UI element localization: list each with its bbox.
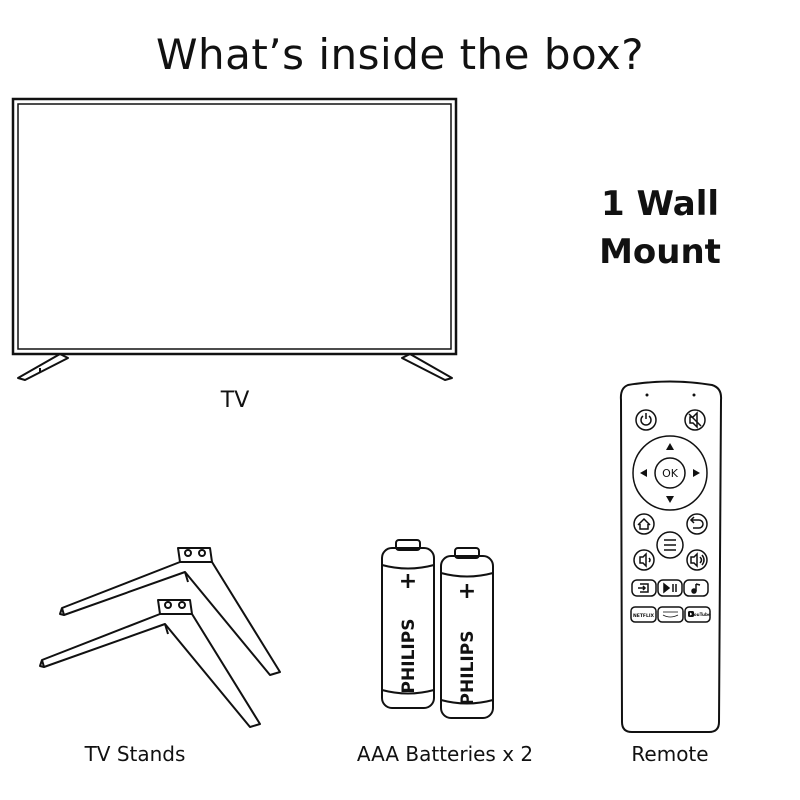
play-pause-icon [657, 579, 683, 597]
battery-2-brand: PHILIPS [458, 631, 478, 706]
prime-video-logo [662, 611, 679, 618]
music-icon [683, 579, 709, 597]
remote-body [619, 380, 723, 733]
tv-stands-caption: TV Stands [84, 742, 186, 766]
input-icon [631, 579, 657, 597]
ok-label: OK [662, 467, 679, 480]
dpad-arrows [640, 443, 700, 503]
mute-icon [684, 409, 706, 431]
tv-stand-back [59, 547, 281, 676]
remote-caption: Remote [631, 742, 709, 766]
arrow-right-icon [693, 469, 700, 477]
back-icon [686, 513, 708, 535]
youtube-button [684, 606, 711, 623]
volume-up-icon [686, 549, 708, 571]
netflix-label: NETFLIX [633, 613, 655, 619]
dpad [632, 435, 708, 511]
wall-mount-label: 1 Wall Mount [585, 180, 735, 276]
youtube-label: YouTube [690, 612, 711, 617]
tv-frame [11, 97, 458, 356]
battery-2-plus: + [458, 579, 476, 604]
tv-stand-front [39, 599, 261, 728]
tv-left-foot [17, 353, 69, 381]
home-icon [633, 513, 655, 535]
wall-mount-line-2: Mount [599, 232, 721, 272]
wall-mount-line-1: 1 Wall [600, 184, 720, 224]
prime-video-button [657, 606, 684, 623]
battery-1-plus: + [399, 569, 417, 594]
page-title: What’s inside the box? [155, 30, 645, 79]
arrow-up-icon [666, 443, 674, 450]
arrow-left-icon [640, 469, 647, 477]
volume-down-icon [633, 549, 655, 571]
battery-1-brand: PHILIPS [399, 619, 419, 694]
app-buttons [630, 606, 711, 623]
arrow-down-icon [666, 496, 674, 503]
tv-screen [17, 103, 452, 350]
tv-right-foot [401, 353, 453, 381]
battery-2 [440, 547, 494, 719]
batteries-caption: AAA Batteries x 2 [356, 742, 534, 766]
battery-1 [381, 539, 435, 709]
tv-caption: TV [220, 388, 250, 413]
netflix-button [630, 606, 657, 623]
menu-icon [656, 531, 684, 559]
power-icon [635, 409, 657, 431]
youtube-logo-icon [688, 611, 694, 617]
